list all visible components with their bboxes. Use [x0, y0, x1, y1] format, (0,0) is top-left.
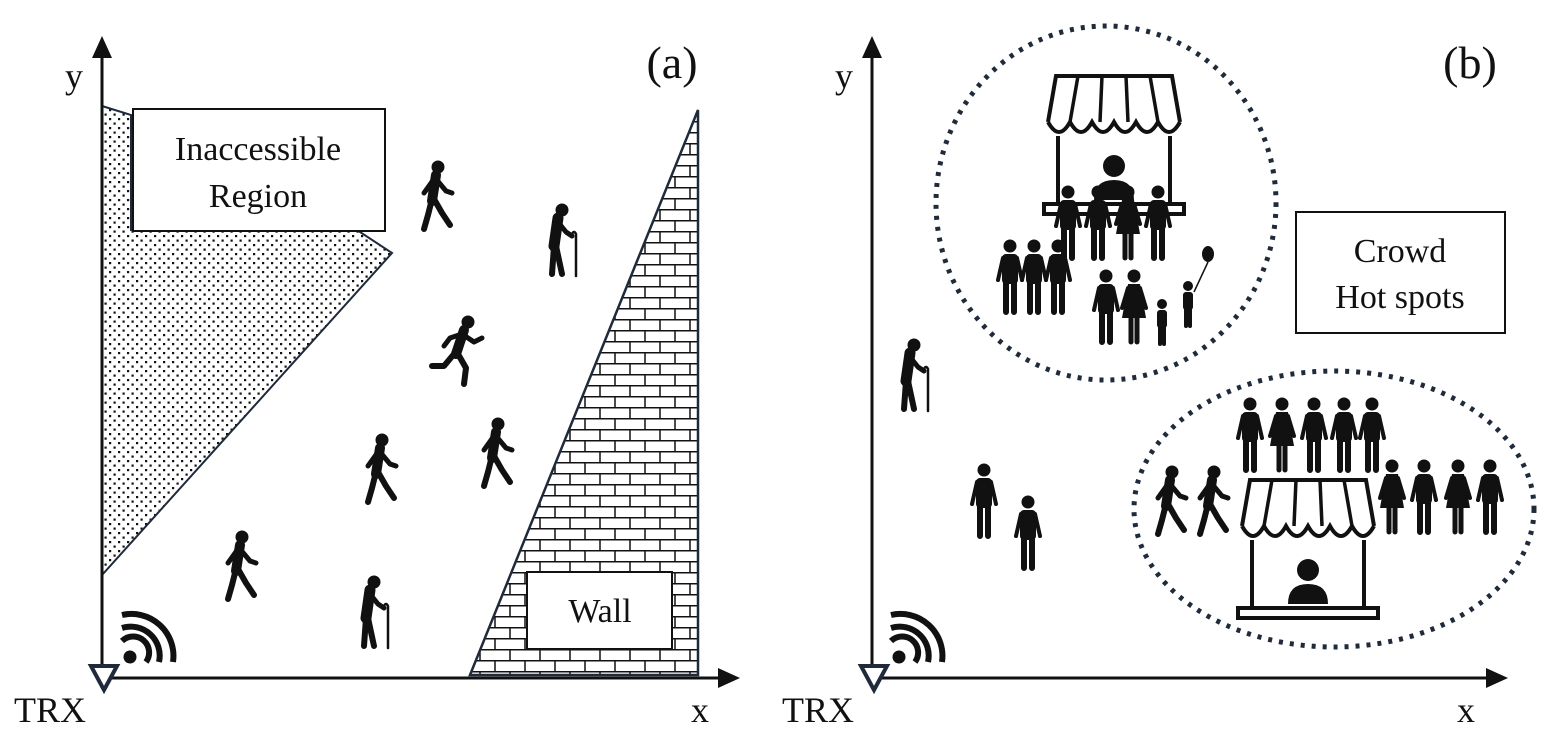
region-label-box — [132, 108, 386, 232]
standing-person-icon — [972, 464, 996, 536]
crowd-hotspot-circle — [933, 23, 1279, 383]
hotspot-1-group — [998, 74, 1214, 346]
walking-person-icon — [484, 418, 512, 486]
y-axis-arrow-icon — [92, 36, 112, 58]
walking-person-icon — [368, 434, 396, 502]
elderly-person-icon — [364, 576, 388, 648]
region-label-line2: Region — [209, 178, 307, 215]
wall-label-box — [526, 571, 673, 650]
panel-a-y-axis-label: y — [65, 56, 83, 96]
crowd-icon — [998, 186, 1195, 346]
walking-person-icon — [424, 161, 452, 229]
hotspot-2-group — [1158, 398, 1502, 620]
trx-marker-icon — [857, 664, 891, 695]
x-axis-arrow-icon — [1486, 668, 1508, 688]
wall-label: Wall — [568, 593, 631, 630]
region-label-line1: Inaccessible — [175, 131, 341, 168]
panel-b-label: (b) — [1443, 37, 1497, 88]
walking-person-icon — [228, 531, 256, 599]
x-axis-arrow-icon — [718, 668, 740, 688]
wall-region — [468, 109, 700, 677]
panel-a: Inaccessible Region Wall (a) y x TRX — [14, 36, 740, 730]
balloon-icon — [1193, 246, 1214, 293]
market-stall-icon — [1236, 478, 1380, 620]
panel-b-trx-label: TRX — [782, 690, 854, 730]
y-axis-arrow-icon — [862, 36, 882, 58]
crowd-hotspot-circle — [1131, 368, 1537, 650]
trx-marker-icon — [87, 664, 121, 695]
wifi-signal-icon — [888, 610, 946, 664]
hotspot-label-line1: Crowd — [1354, 233, 1447, 270]
panel-a-label: (a) — [646, 37, 697, 88]
elderly-person-icon — [904, 339, 928, 411]
panel-b-y-axis-label: y — [835, 56, 853, 96]
panel-a-x-axis-label: x — [691, 690, 709, 730]
panel-b: Crowd Hot spots (b) y x TRX — [782, 23, 1537, 730]
elderly-person-icon — [552, 204, 576, 276]
panel-b-x-axis-label: x — [1457, 690, 1475, 730]
running-person-icon — [432, 316, 482, 384]
hotspot-label-box — [1295, 211, 1506, 334]
hotspot-label-line2: Hot spots — [1335, 279, 1464, 316]
wifi-signal-icon — [119, 610, 177, 664]
panel-a-trx-label: TRX — [14, 690, 86, 730]
standing-person-icon — [1016, 496, 1040, 568]
